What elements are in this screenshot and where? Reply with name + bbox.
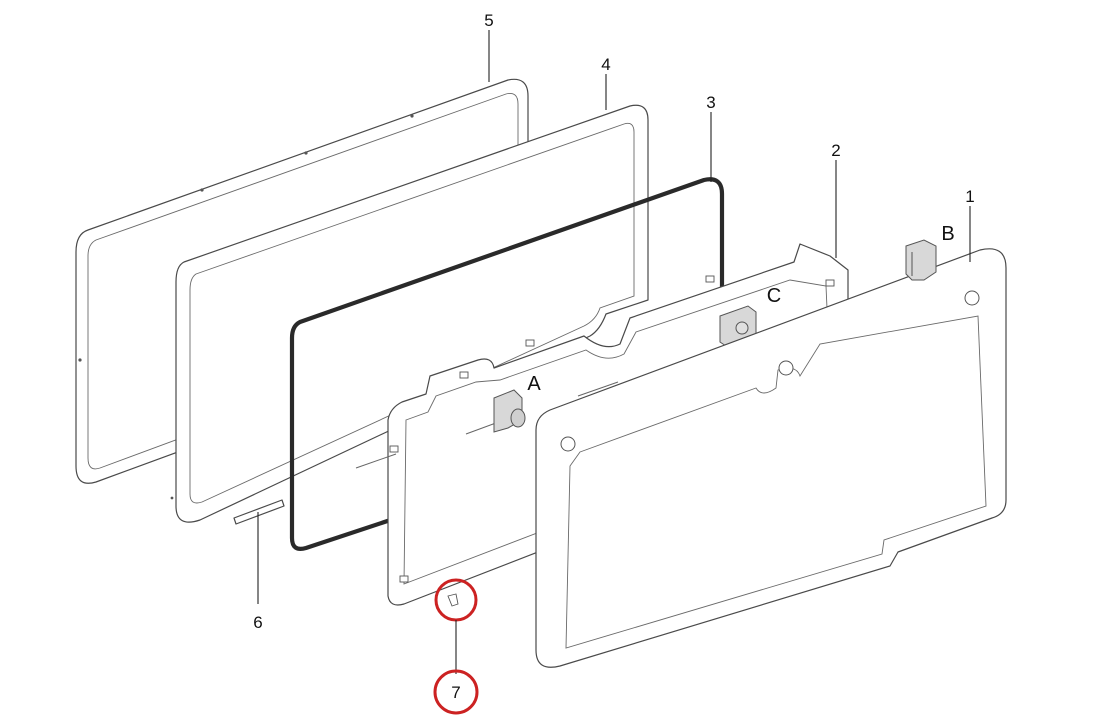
part-6-strip	[233, 499, 285, 525]
bracket-b	[905, 239, 937, 281]
detail-letter-c: C	[767, 285, 781, 307]
detail-letter-a: A	[527, 373, 541, 395]
callout-3: 3	[706, 93, 715, 112]
part-1-outer-frame	[535, 248, 1007, 668]
leader-lines	[257, 30, 971, 674]
callout-5: 5	[484, 11, 493, 30]
callout-7: 7	[451, 683, 460, 702]
callout-1: 1	[965, 187, 974, 206]
callout-4: 4	[601, 55, 610, 74]
callout-7-circle	[433, 669, 479, 715]
callout-2: 2	[831, 141, 840, 160]
callout-6: 6	[253, 613, 262, 632]
part-7-clip	[434, 578, 478, 622]
detail-letter-b: B	[941, 223, 954, 245]
bracket-a	[493, 389, 526, 433]
bracket-c	[719, 305, 757, 347]
